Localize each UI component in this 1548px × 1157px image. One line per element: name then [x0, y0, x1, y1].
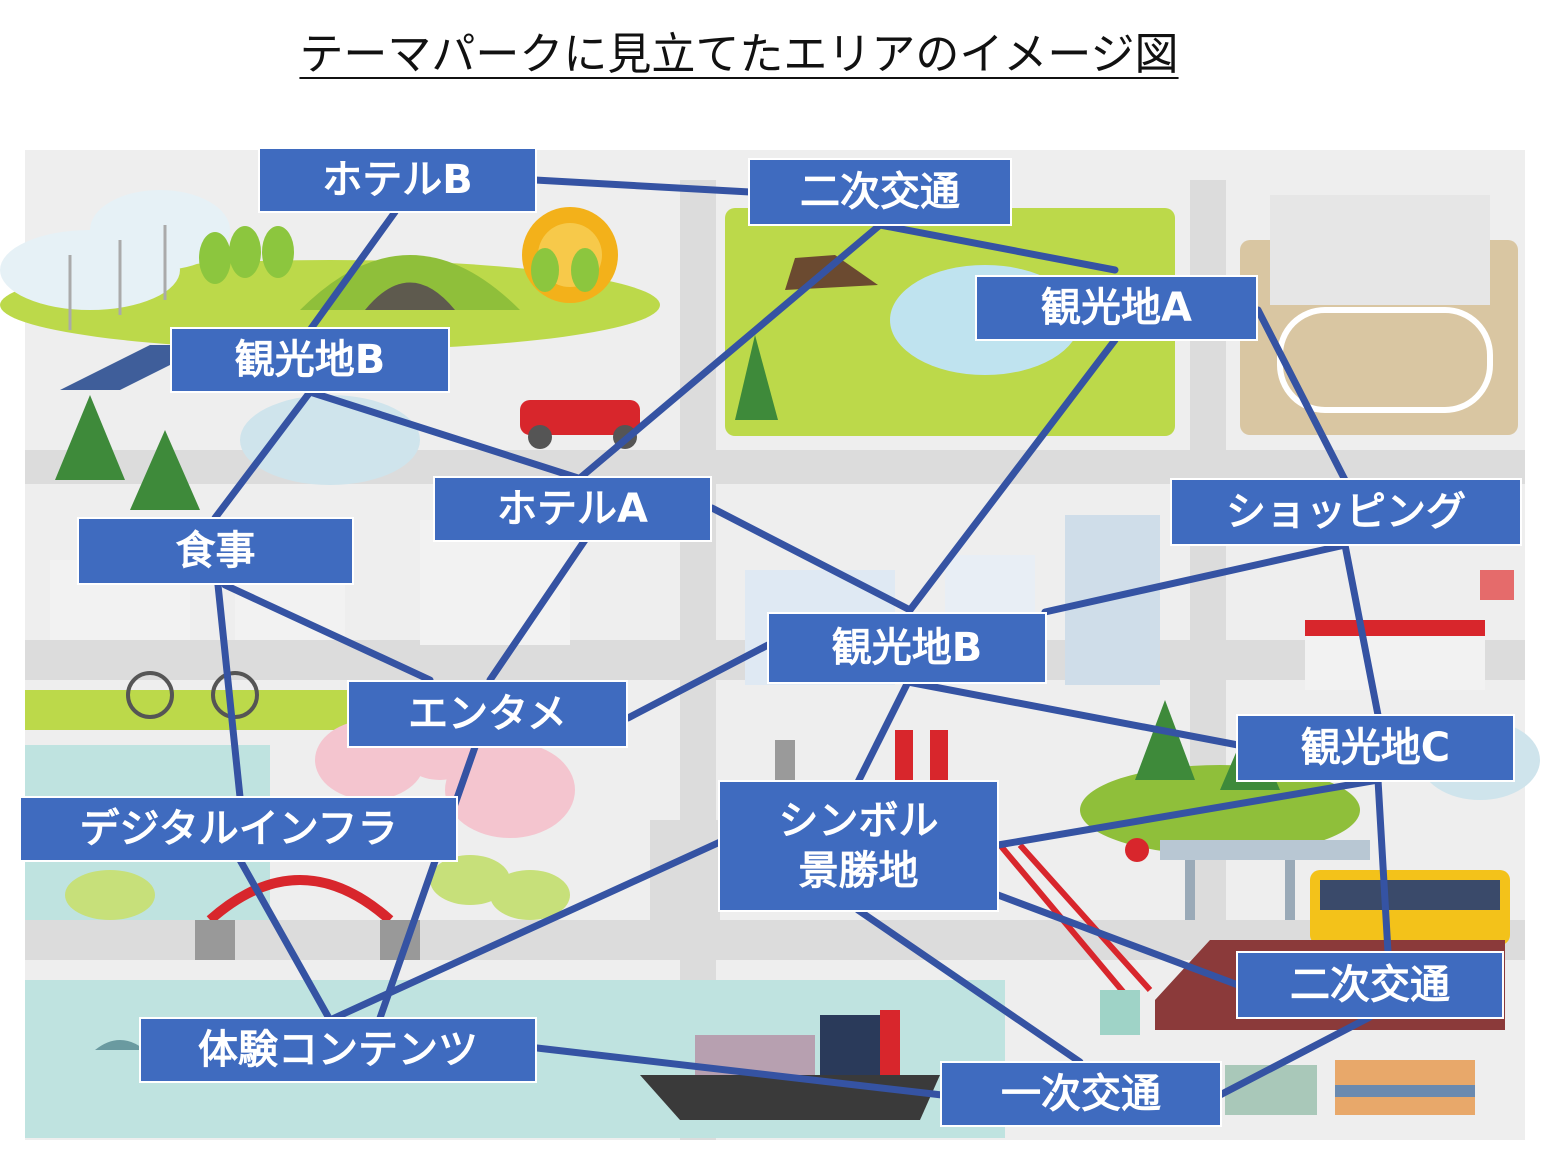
node-label: 体験コンテンツ — [198, 1027, 478, 1073]
node-kanko-a: 観光地A — [975, 275, 1258, 341]
node-hotel-b: ホテルB — [258, 147, 537, 213]
node-label: 一次交通 — [1001, 1071, 1161, 1117]
node-label: 観光地B — [831, 625, 983, 671]
node-label: 観光地B — [234, 337, 386, 383]
node-shokuji: 食事 — [77, 517, 354, 585]
node-label: ショッピング — [1226, 489, 1466, 535]
node-label: ホテルA — [497, 486, 648, 532]
node-label: ホテルB — [322, 157, 473, 203]
node-entame: エンタメ — [347, 680, 628, 748]
node-label: 二次交通 — [800, 169, 960, 215]
node-kanko-b-mid: 観光地B — [767, 612, 1047, 684]
node-label: 二次交通 — [1290, 962, 1450, 1008]
node-symbol-keishochi: シンボル景勝地 — [718, 780, 999, 912]
node-label: デジタルインフラ — [79, 806, 398, 852]
node-label: 観光地C — [1300, 725, 1451, 771]
node-niji-kotsu-top: 二次交通 — [748, 158, 1012, 226]
node-ichiji-kotsu: 一次交通 — [940, 1061, 1222, 1127]
node-kanko-b-top: 観光地B — [170, 327, 450, 393]
node-label-line1: シンボル — [778, 798, 939, 844]
node-hotel-a: ホテルA — [433, 476, 712, 542]
node-taiken-contents: 体験コンテンツ — [139, 1017, 537, 1083]
node-label: 食事 — [175, 528, 256, 574]
node-kanko-c: 観光地C — [1236, 714, 1515, 782]
node-shopping: ショッピング — [1170, 478, 1522, 546]
connection-lines — [211, 176, 1392, 1099]
node-label-line2: 景勝地 — [798, 848, 919, 894]
node-label: 観光地A — [1041, 285, 1192, 331]
diagram-title: テーマパークに見立てたエリアのイメージ図 — [299, 29, 1179, 80]
node-label: エンタメ — [408, 691, 567, 737]
node-niji-kotsu-bottom: 二次交通 — [1236, 951, 1504, 1019]
node-digital-infra: デジタルインフラ — [19, 796, 458, 862]
